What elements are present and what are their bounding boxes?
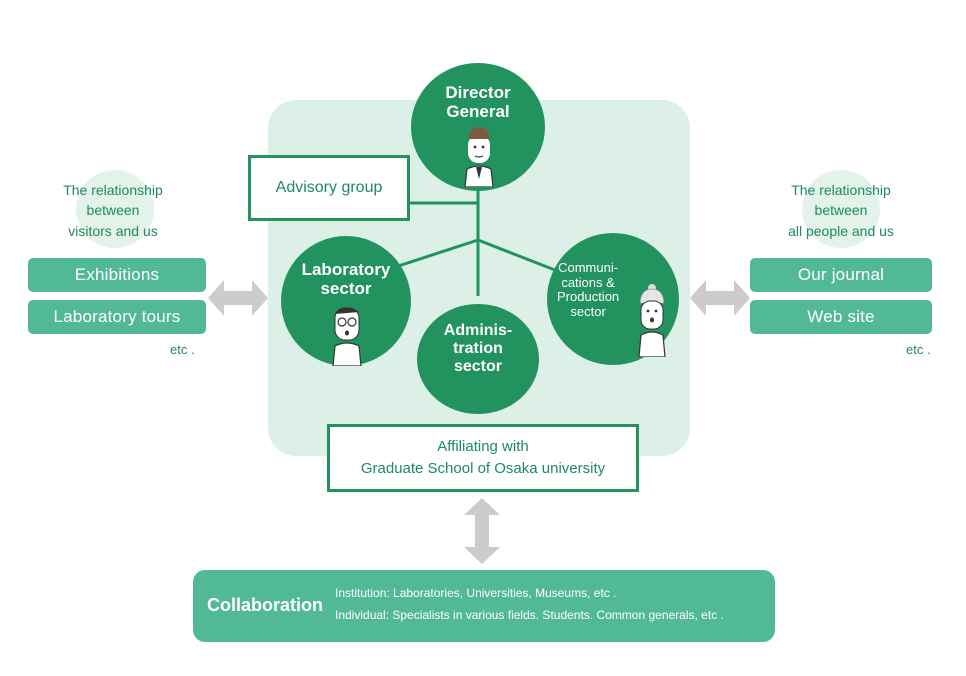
our-journal-item: Our journal <box>750 258 932 292</box>
affiliation-box: Affiliating with Graduate School of Osak… <box>327 424 639 492</box>
researcher-avatar-icon <box>332 307 362 366</box>
laboratory-tours-item: Laboratory tours <box>28 300 206 334</box>
advisory-group-label: Advisory group <box>275 179 383 196</box>
line-communications <box>477 238 561 274</box>
left-heading-bubble <box>76 170 154 248</box>
advisory-group-box: Advisory group <box>248 155 410 221</box>
affiliation-line-2: Graduate School of Osaka university <box>360 460 606 477</box>
web-site-item: Web site <box>750 300 932 334</box>
collaboration-title: Collaboration <box>207 595 323 615</box>
vertical-double-arrow-icon <box>464 498 500 564</box>
director-avatar-icon <box>464 127 494 187</box>
right-double-arrow-icon <box>690 280 750 316</box>
collaboration-box: Collaboration Institution: Laboratories,… <box>193 570 775 642</box>
administration-sector-label: Adminis- tration sector <box>443 322 513 375</box>
affiliation-line-1: Affiliating with <box>437 438 529 456</box>
communications-sector-label: Communi- cations & Production sector <box>557 260 620 319</box>
left-etc: etc . <box>170 342 195 357</box>
director-general-node: Director General <box>411 63 545 191</box>
laboratory-sector-node: Laboratory sector <box>281 236 411 366</box>
left-double-arrow-icon <box>208 280 268 316</box>
right-heading-bubble <box>802 170 880 248</box>
communications-production-node: Communi- cations & Production sector <box>547 233 679 365</box>
visitors-relationship-heading: The relationship between visitors and us <box>63 182 163 239</box>
collaboration-institution: Institution: Laboratories, Universities,… <box>335 586 617 600</box>
administration-sector-node: Adminis- tration sector <box>417 304 539 414</box>
right-etc: etc . <box>906 342 931 357</box>
exhibitions-item: Exhibitions <box>28 258 206 292</box>
laboratory-sector-label: Laboratory sector <box>301 260 391 299</box>
collaboration-individual: Individual: Specialists in various field… <box>335 608 724 622</box>
people-relationship-heading: The relationship between all people and … <box>788 182 894 239</box>
creator-avatar-icon <box>638 284 666 357</box>
director-general-label: Director General <box>445 83 511 122</box>
